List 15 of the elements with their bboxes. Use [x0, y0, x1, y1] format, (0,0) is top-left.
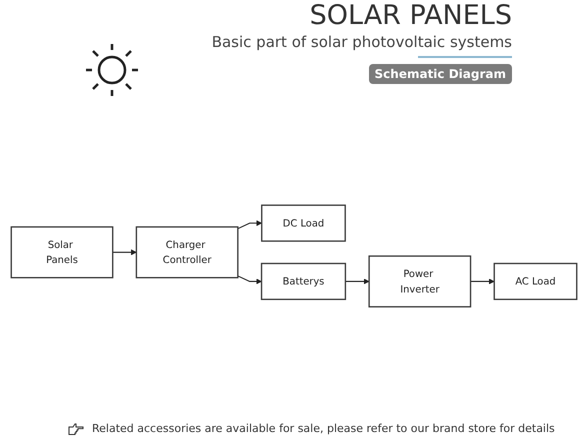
diagram-type-badge: Schematic Diagram — [368, 64, 512, 84]
node-box: DC Load — [261, 204, 346, 242]
node-box: Solar Panels — [10, 226, 114, 278]
arrow — [238, 220, 262, 230]
arrow — [112, 249, 137, 256]
node-box: AC Load — [494, 262, 578, 300]
arrow — [345, 278, 370, 284]
node-box: Power Inverter — [368, 255, 472, 308]
title: SOLAR PANELS — [310, 0, 512, 32]
footnote: Related accessories are available for sale, please refer to our brand store for details — [92, 421, 555, 437]
subtitle: Basic part of solar photovoltaic systems — [212, 32, 512, 52]
arrow — [238, 275, 262, 284]
node-box: Charger Controller — [136, 226, 238, 278]
node-box: Batterys — [260, 262, 346, 300]
arrow — [470, 278, 495, 284]
